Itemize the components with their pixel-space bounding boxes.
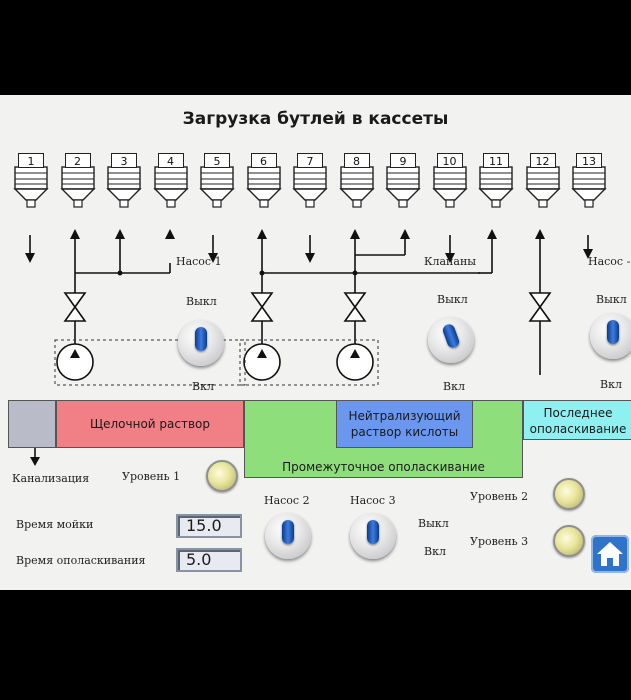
level3-label: Уровень 3 <box>470 535 529 548</box>
drain-tank <box>8 400 56 448</box>
cassette-slot: 1 <box>12 153 50 213</box>
arrow-icon <box>25 229 593 466</box>
bottle-icon <box>385 166 421 208</box>
cassette-slot: 9 <box>384 153 422 213</box>
bottle-icon <box>431 166 468 208</box>
cassette-slot: 11 <box>477 153 515 213</box>
cassette-slot: 10 <box>431 153 469 213</box>
slot-number: 8 <box>343 153 370 168</box>
slot-number: 9 <box>390 153 416 168</box>
cassette-slot: 5 <box>198 153 236 213</box>
pump1-label: Насос 1 <box>176 255 222 268</box>
piping-diagram <box>25 229 593 466</box>
pump2-label: Насос 2 <box>264 494 310 507</box>
cassette-slot: 8 <box>338 153 376 213</box>
slot-number: 12 <box>529 153 556 168</box>
pump-icon <box>56 343 374 381</box>
switch2-on-label: Вкл <box>443 380 465 393</box>
cassette-slot: 4 <box>152 153 190 213</box>
cassette-slot: 3 <box>105 153 143 213</box>
slot-number: 13 <box>576 153 602 168</box>
bottle-icon <box>13 166 49 208</box>
slot-number: 2 <box>64 153 91 168</box>
bottle-icon <box>292 166 328 208</box>
pump-cut-label: Насос - <box>588 255 631 268</box>
slot-number: 6 <box>250 153 277 168</box>
bottle-icon <box>338 166 375 208</box>
switch1-on-label: Вкл <box>192 380 214 393</box>
pumps-off-label: Выкл <box>418 517 449 530</box>
switch3-off-label: Выкл <box>596 293 627 306</box>
switch2-off-label: Выкл <box>437 293 468 306</box>
cassette-slot: 2 <box>59 153 97 213</box>
pump2-rotary-switch-icon[interactable] <box>265 513 311 559</box>
neutralizing-tank: Нейтрализующий раствор кислоты <box>336 400 473 448</box>
slot-number: 7 <box>297 153 323 168</box>
slot-number: 11 <box>483 153 509 168</box>
home-icon <box>597 542 623 566</box>
switch3-on-label: Вкл <box>600 378 622 391</box>
home-button[interactable] <box>591 535 629 573</box>
alkali-tank: Щелочной раствор <box>56 400 244 448</box>
level2-indicator-lamp-icon <box>553 478 585 510</box>
slot-number: 1 <box>18 153 44 168</box>
cassette-slot: 7 <box>291 153 329 213</box>
level1-indicator-lamp-icon <box>206 460 238 492</box>
valve-icon <box>63 292 552 322</box>
bottle-icon <box>245 166 282 208</box>
pump1-rotary-switch-icon[interactable] <box>178 320 224 366</box>
bottle-icon <box>59 166 96 208</box>
rinse-time-input[interactable]: 5.0 <box>176 548 242 572</box>
last-rinse-tank: Последнее ополаскивание <box>523 400 631 440</box>
valves-rotary-switch-icon[interactable] <box>428 317 474 363</box>
pump-cut-rotary-switch-icon[interactable] <box>590 313 631 359</box>
switch1-off-label: Выкл <box>186 295 217 308</box>
slot-number: 4 <box>157 153 184 168</box>
rinse-time-label: Время ополаскивания <box>16 554 146 567</box>
level3-indicator-lamp-icon <box>553 525 585 557</box>
pump3-rotary-switch-icon[interactable] <box>350 513 396 559</box>
bottle-icon <box>524 166 561 208</box>
level2-label: Уровень 2 <box>470 490 529 503</box>
bottle-icon <box>478 166 514 208</box>
slot-number: 10 <box>436 153 463 168</box>
pump3-label: Насос 3 <box>350 494 396 507</box>
wash-time-label: Время мойки <box>16 518 94 531</box>
level1-label: Уровень 1 <box>122 470 181 483</box>
pumps-on-label: Вкл <box>424 545 446 558</box>
cassette-slot: 13 <box>570 153 608 213</box>
valves-label: Клапаны <box>424 255 477 268</box>
bottle-icon <box>152 166 189 208</box>
slot-number: 3 <box>111 153 137 168</box>
wash-time-input[interactable]: 15.0 <box>176 514 242 538</box>
bottle-icon <box>571 166 607 208</box>
page-title: Загрузка бутлей в кассеты <box>182 109 449 129</box>
sewer-label: Канализация <box>12 472 90 485</box>
slot-number: 5 <box>204 153 230 168</box>
cassette-slot: 12 <box>524 153 562 213</box>
cassette-slot: 6 <box>245 153 283 213</box>
